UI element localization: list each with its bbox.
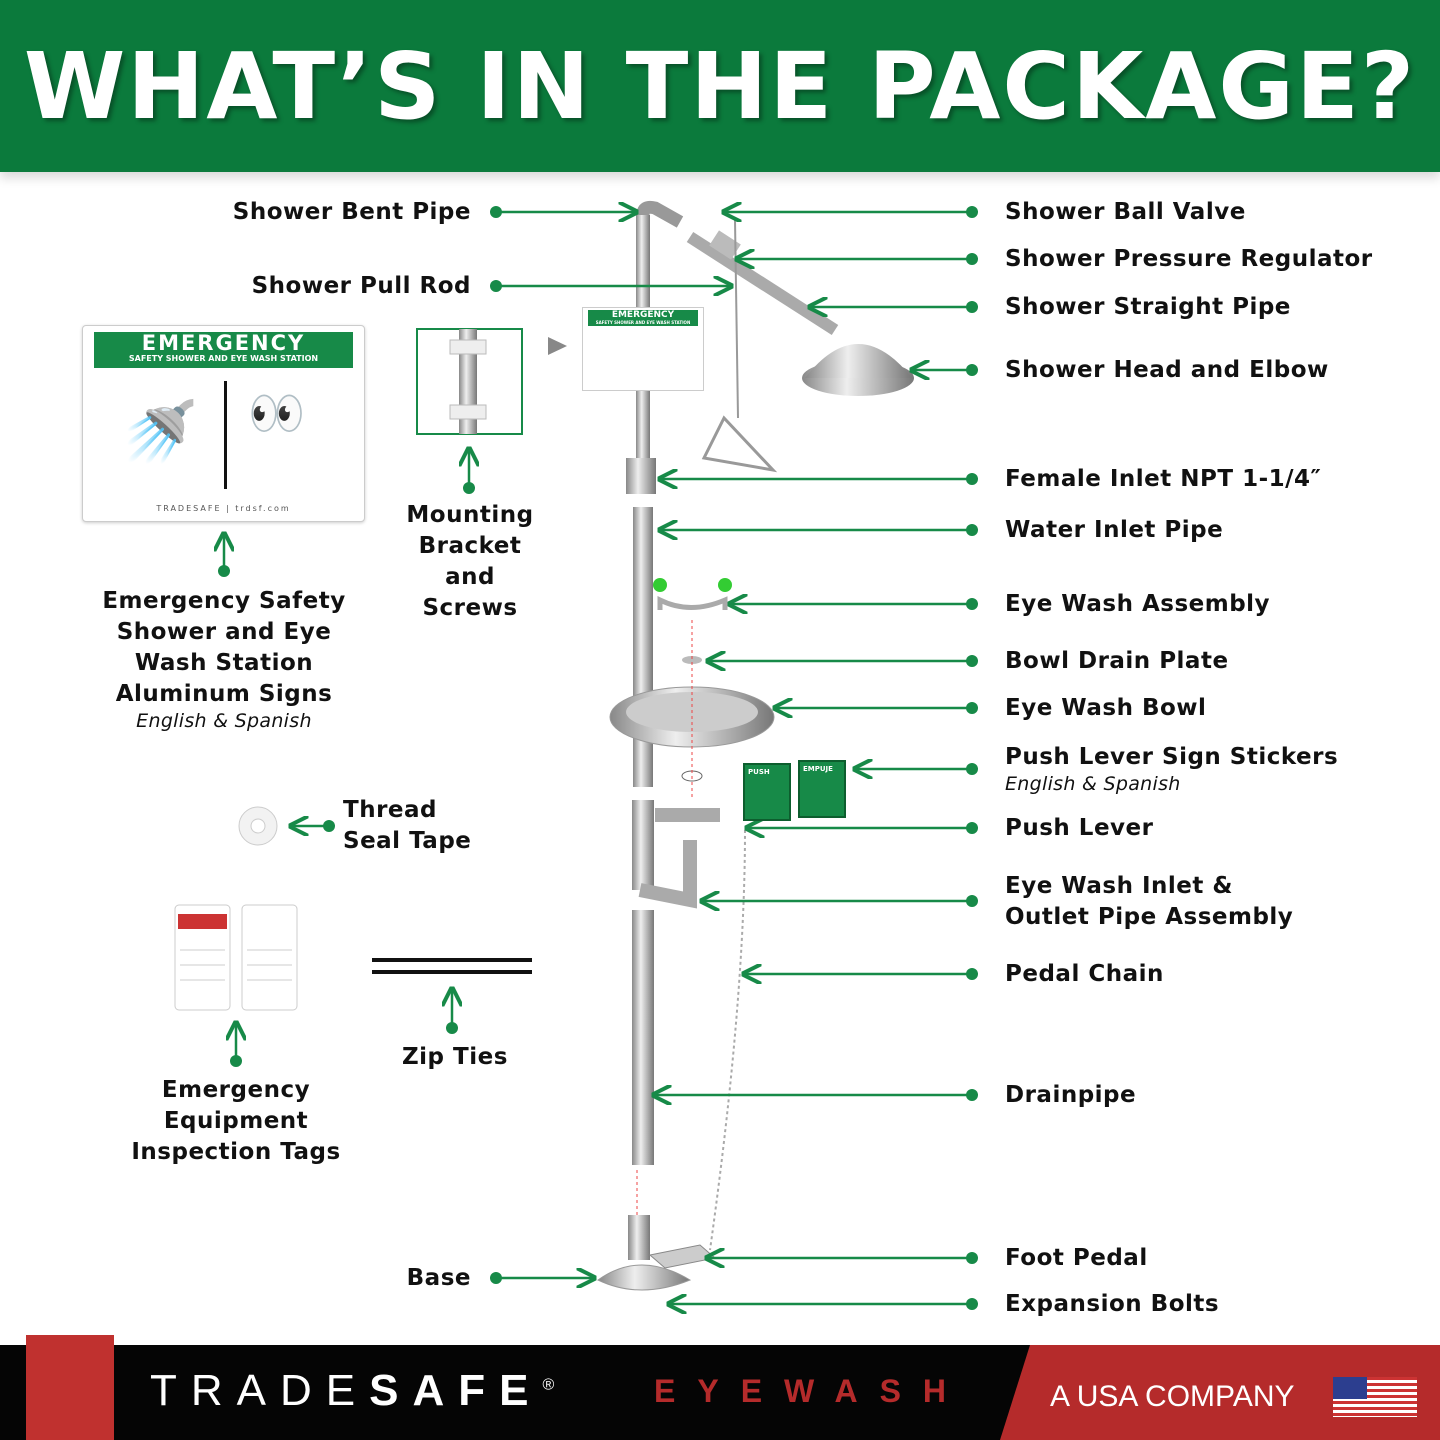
- leader-arrows: [224, 212, 972, 1304]
- label-mounting-bracket: Mounting Bracket and Screws: [406, 502, 534, 621]
- label-signs: Emergency Safety Shower and Eye Wash Sta…: [102, 588, 346, 732]
- label-shower-straight-pipe: Shower Straight Pipe: [1005, 294, 1291, 320]
- label-drainpipe: Drainpipe: [1005, 1082, 1137, 1108]
- page-title: WHAT’S IN THE PACKAGE?: [23, 32, 1417, 140]
- label-shower-pressure-regulator: Shower Pressure Regulator: [1005, 246, 1373, 272]
- label-shower-ball-valve: Shower Ball Valve: [1005, 199, 1246, 225]
- thread-seal-tape-image: [238, 806, 278, 846]
- pointer-arrow-icon: [548, 337, 567, 355]
- label-shower-pull-rod: Shower Pull Rod: [251, 273, 471, 299]
- label-pedal-chain: Pedal Chain: [1005, 961, 1164, 987]
- label-shower-head: Shower Head and Elbow: [1005, 357, 1329, 383]
- label-push-lever: Push Lever: [1005, 815, 1154, 841]
- label-eye-wash-inlet-outlet: Eye Wash Inlet & Outlet Pipe Assembly: [1005, 873, 1294, 930]
- label-base: Base: [406, 1265, 471, 1291]
- sign-subheading: SAFETY SHOWER AND EYE WASH STATION: [128, 354, 319, 363]
- label-zip-ties: Zip Ties: [402, 1044, 508, 1070]
- title-banner: WHAT’S IN THE PACKAGE?: [0, 0, 1440, 172]
- station-illustration: [597, 200, 914, 1291]
- tradesafe-logo-icon: [26, 1335, 114, 1440]
- us-flag-icon: [1333, 1377, 1417, 1417]
- zip-ties-image: [372, 958, 532, 974]
- brand-name: TRADESAFE®: [150, 1366, 569, 1415]
- label-expansion-bolts: Expansion Bolts: [1005, 1291, 1220, 1317]
- shower-pictogram-icon: 🚿: [123, 397, 198, 467]
- inspection-tags-image: [174, 904, 298, 1011]
- label-bowl-drain-plate: Bowl Drain Plate: [1005, 648, 1229, 674]
- empuje-sticker: EMPUJE: [798, 760, 846, 818]
- label-foot-pedal: Foot Pedal: [1005, 1245, 1148, 1271]
- product-line: EYEWASH: [654, 1373, 969, 1409]
- label-eye-wash-bowl: Eye Wash Bowl: [1005, 695, 1207, 721]
- sign-footer: TRADESAFE | trdsf.com: [156, 504, 291, 513]
- tagline: A USA COMPANY: [1050, 1380, 1295, 1413]
- label-thread-seal-tape: Thread Seal Tape: [343, 797, 472, 854]
- label-water-inlet-pipe: Water Inlet Pipe: [1005, 517, 1224, 543]
- sign-heading: EMERGENCY: [141, 331, 306, 355]
- eye-wash-pictogram-icon: 👀: [248, 386, 306, 440]
- label-eye-wash-assembly: Eye Wash Assembly: [1005, 591, 1271, 617]
- label-inspection-tags: Emergency Equipment Inspection Tags: [131, 1077, 341, 1165]
- label-female-inlet: Female Inlet NPT 1-1/4″: [1005, 466, 1322, 492]
- push-sticker: PUSH: [743, 763, 791, 821]
- label-shower-bent-pipe: Shower Bent Pipe: [232, 199, 471, 225]
